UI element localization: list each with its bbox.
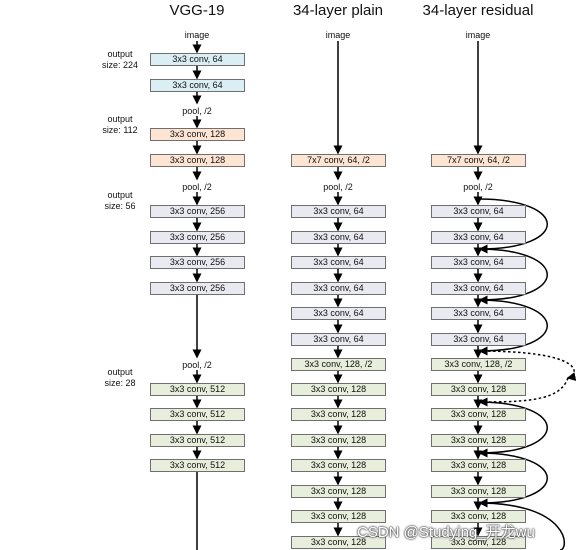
vgg-conv-layer: 3x3 conv, 512 (150, 434, 245, 447)
vgg-conv-layer: 3x3 conv, 128 (150, 154, 245, 167)
plain34-title: 34-layer plain (292, 2, 384, 19)
vgg-conv-layer: 3x3 conv, 256 (150, 256, 245, 269)
plain-conv-layer: 3x3 conv, 128 (291, 536, 386, 549)
plain-conv-layer: 3x3 conv, 128 (291, 434, 386, 447)
vgg-conv-layer: 3x3 conv, 64 (150, 79, 245, 92)
residual-conv-layer: 3x3 conv, 128, /2 (431, 358, 526, 371)
residual-conv-layer: 3x3 conv, 128 (431, 485, 526, 498)
residual-conv-layer: 3x3 conv, 128 (431, 383, 526, 396)
residual-conv-layer: 3x3 conv, 64 (431, 307, 526, 320)
plain-conv-layer: 3x3 conv, 128 (291, 408, 386, 421)
output-size-224-label: output size: 224 (101, 49, 139, 70)
residual-conv-layer: 3x3 conv, 64 (431, 333, 526, 346)
output-size-112-label: output size: 112 (102, 114, 138, 135)
vgg19-title: VGG-19 (169, 2, 225, 19)
output-size-28-label: output size: 28 (104, 367, 136, 388)
residual-conv-layer: 7x7 conv, 64, /2 (431, 154, 526, 167)
residual-conv-layer: 3x3 conv, 64 (431, 205, 526, 218)
vgg-pool-label: pool, /2 (180, 182, 214, 192)
plain-conv-layer: 3x3 conv, 64 (291, 282, 386, 295)
plain-conv-layer: 3x3 conv, 128 (291, 459, 386, 472)
residual-pool-label: pool, /2 (461, 182, 495, 192)
plain-conv-layer: 3x3 conv, 64 (291, 205, 386, 218)
residual-conv-layer: 3x3 conv, 64 (431, 282, 526, 295)
plain-conv-layer: 3x3 conv, 128 (291, 485, 386, 498)
vgg-pool-label: pool, /2 (180, 106, 214, 116)
residual-image-label: image (465, 30, 491, 40)
residual-conv-layer: 3x3 conv, 128 (431, 510, 526, 523)
residual-conv-layer: 3x3 conv, 128 (431, 408, 526, 421)
vgg-conv-layer: 3x3 conv, 512 (150, 459, 245, 472)
vgg-pool-label: pool, /2 (180, 360, 214, 370)
residual34-title: 34-layer residual (422, 2, 534, 19)
vgg-image-label: image (184, 30, 210, 40)
plain-conv-layer: 3x3 conv, 128, /2 (291, 358, 386, 371)
residual-conv-layer: 3x3 conv, 128 (431, 459, 526, 472)
plain-conv-layer: 3x3 conv, 64 (291, 231, 386, 244)
vgg-conv-layer: 3x3 conv, 512 (150, 383, 245, 396)
vgg-conv-layer: 3x3 conv, 256 (150, 231, 245, 244)
plain-image-label: image (325, 30, 351, 40)
residual-conv-layer: 3x3 conv, 128 (431, 434, 526, 447)
plain-conv-layer: 3x3 conv, 128 (291, 383, 386, 396)
residual-conv-layer: 3x3 conv, 64 (431, 231, 526, 244)
plain-conv-layer: 7x7 conv, 64, /2 (291, 154, 386, 167)
residual-conv-layer: 3x3 conv, 64 (431, 256, 526, 269)
vgg-conv-layer: 3x3 conv, 128 (150, 128, 245, 141)
vgg-conv-layer: 3x3 conv, 64 (150, 53, 245, 66)
vgg-conv-layer: 3x3 conv, 256 (150, 205, 245, 218)
vgg-conv-layer: 3x3 conv, 512 (150, 408, 245, 421)
plain-pool-label: pool, /2 (321, 182, 355, 192)
plain-conv-layer: 3x3 conv, 64 (291, 333, 386, 346)
plain-conv-layer: 3x3 conv, 64 (291, 256, 386, 269)
shortcut-connections (477, 198, 577, 550)
plain-conv-layer: 3x3 conv, 128 (291, 510, 386, 523)
residual-conv-layer: 3x3 conv, 128 (431, 536, 526, 549)
plain-conv-layer: 3x3 conv, 64 (291, 307, 386, 320)
vgg-conv-layer: 3x3 conv, 256 (150, 282, 245, 295)
output-size-56-label: output size: 56 (104, 190, 136, 211)
csdn-watermark: CSDN @Studying_开龙wu (357, 524, 535, 541)
